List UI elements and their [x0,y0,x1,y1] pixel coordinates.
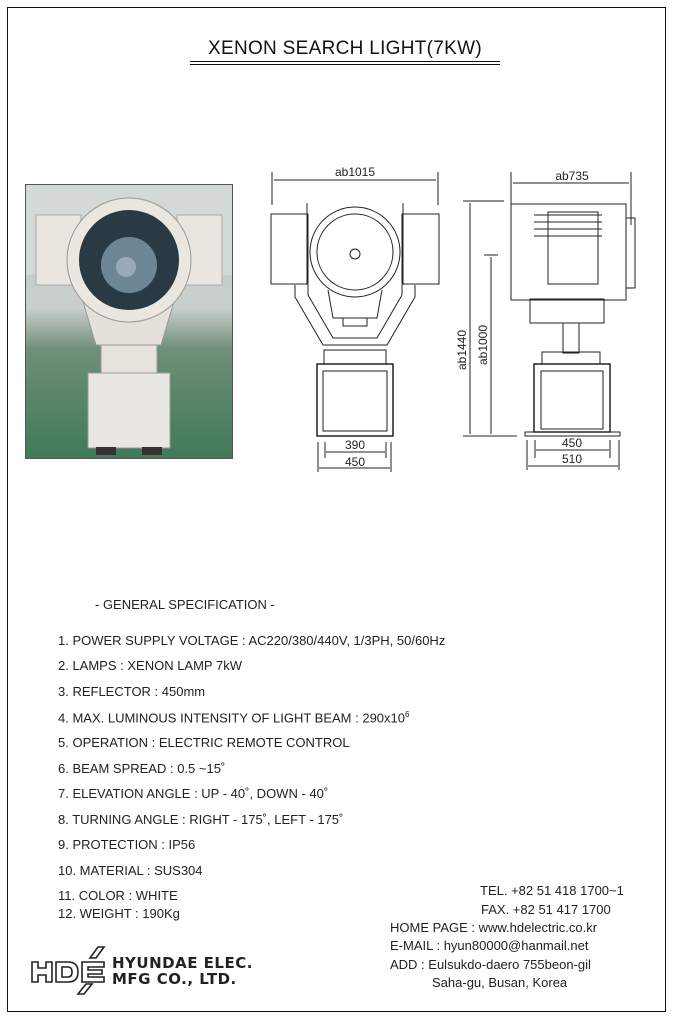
spec-item: 8. TURNING ANGLE : RIGHT - 175˚, LEFT - … [58,812,344,827]
spec-heading: - GENERAL SPECIFICATION - [95,597,275,612]
spec-item: 3. REFLECTOR : 450mm [58,684,206,699]
contact-address-1: ADD : Eulsukdo-daero 755beon-gil [390,957,591,972]
spec-item: 9. PROTECTION : IP56 [58,837,196,852]
dim-side-inner-base: 450 [562,436,582,450]
dim-side-height-total: ab1440 [455,330,469,370]
spec-item: 11. COLOR : WHITE [58,888,178,903]
spec-item: 1. POWER SUPPLY VOLTAGE : AC220/380/440V… [58,633,446,648]
company-line-1: HYUNDAE ELEC. [112,954,253,972]
spec-item: 4. MAX. LUMINOUS INTENSITY OF LIGHT BEAM… [58,710,406,726]
contact-fax: FAX. +82 51 417 1700 [481,902,611,917]
spec-item: 6. BEAM SPREAD : 0.5 ~15˚ [58,761,226,776]
title-underline-2 [190,64,500,65]
spec-item: 10. MATERIAL : SUS304 [58,863,203,878]
contact-homepage[interactable]: HOME PAGE : www.hdelectric.co.kr [390,920,598,935]
dim-front-width: ab1015 [335,165,375,179]
page-title: XENON SEARCH LIGHT(7KW) [208,38,482,59]
contact-email[interactable]: E-MAIL : hyun80000@hanmail.net [390,938,589,953]
spec-superscript: 6 [405,710,410,719]
title-underline [190,61,500,62]
company-name: HYUNDAE ELEC. MFG CO., LTD. [112,955,253,987]
spec-item: 7. ELEVATION ANGLE : UP - 40˚, DOWN - 40… [58,786,329,801]
contact-address-2: Saha-gu, Busan, Korea [432,975,568,990]
spec-item: 5. OPERATION : ELECTRIC REMOTE CONTROL [58,735,350,750]
technical-drawing: ab1015 390 450 ab735 450 510 ab1440 ab10… [270,165,636,472]
dim-side-outer-base: 510 [562,452,582,466]
dim-front-inner-base: 390 [345,438,365,452]
dim-front-outer-base: 450 [345,455,365,469]
spec-item: 2. LAMPS : XENON LAMP 7kW [58,658,242,673]
spec-item: 12. WEIGHT : 190Kg [58,906,180,921]
spec-item-luminous: 4. MAX. LUMINOUS INTENSITY OF LIGHT BEAM… [58,710,409,725]
page-border [7,7,666,1012]
dim-side-width: ab735 [555,169,589,183]
product-photo [25,184,233,459]
hde-logo [31,946,106,995]
contact-tel: TEL. +82 51 418 1700~1 [480,883,624,898]
company-line-2: MFG CO., LTD. [112,970,237,988]
dim-side-height-lower: ab1000 [476,325,490,365]
